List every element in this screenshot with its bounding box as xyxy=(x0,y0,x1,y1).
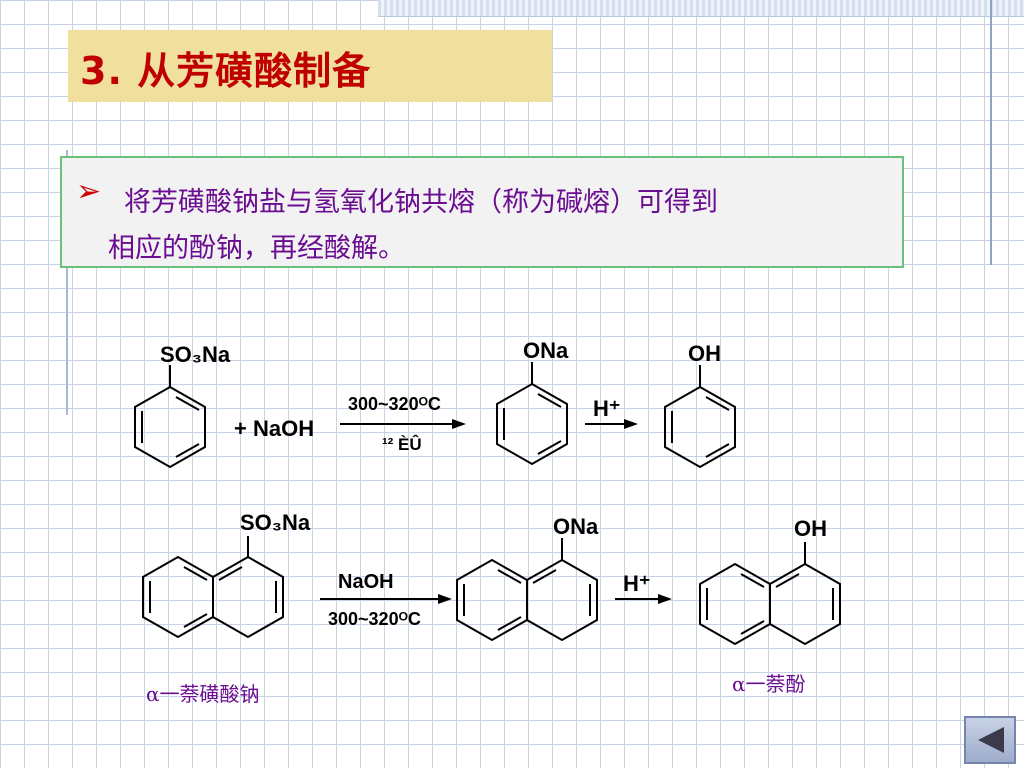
body-text-line-2: 相应的酚钠，再经酸解。 xyxy=(108,233,405,264)
reactant-group-label-1: SO₃Na xyxy=(160,342,231,367)
condition-temperature-1: 300~320ᴼC xyxy=(348,394,441,414)
intermediate-group-label-2: ONa xyxy=(553,514,599,539)
title-background xyxy=(68,30,552,102)
acid-arrow-2 xyxy=(615,594,672,604)
reaction-arrow-1 xyxy=(340,419,466,429)
acid-arrow-1 xyxy=(585,419,638,429)
acid-label-1: H⁺ xyxy=(593,396,621,421)
naphthalene-ring-naphthol xyxy=(699,542,841,646)
reagent-naoh-1: + NaOH xyxy=(234,416,314,441)
naphthalene-ring-naphthoxide xyxy=(456,538,598,642)
decorative-left-line xyxy=(66,150,68,415)
benzene-ring-reactant xyxy=(134,365,206,469)
condition-garbled-1: ¹² ÈÛ xyxy=(382,435,422,454)
intermediate-group-label-1: ONa xyxy=(523,338,569,363)
naphthalene-ring-reactant xyxy=(142,536,284,639)
condition-temperature-2: 300~320ᴼC xyxy=(328,609,421,629)
body-text-box xyxy=(60,156,904,268)
product-name-label: α一萘酚 xyxy=(732,672,806,696)
product-group-label-1: OH xyxy=(688,341,721,366)
decorative-right-line xyxy=(990,0,992,265)
reactant-group-label-2: SO₃Na xyxy=(240,510,311,535)
benzene-ring-phenoxide xyxy=(496,362,568,466)
triangle-left-icon[interactable] xyxy=(964,716,1016,764)
reactant-name-label: α一萘磺酸钠 xyxy=(146,682,260,706)
body-text-line-1: 将芳磺酸钠盐与氢氧化钠共熔（称为碱熔）可得到 xyxy=(124,187,718,218)
arrow-bullet-icon: ➢ xyxy=(76,174,102,209)
reaction-arrow-2 xyxy=(320,594,452,604)
acid-label-2: H⁺ xyxy=(623,571,651,596)
benzene-ring-phenol xyxy=(664,365,736,469)
decorative-top-strip xyxy=(378,0,1024,17)
product-group-label-2: OH xyxy=(794,516,827,541)
reagent-naoh-2: NaOH xyxy=(338,571,394,593)
slide-title: 3. 从芳磺酸制备 xyxy=(80,49,372,93)
